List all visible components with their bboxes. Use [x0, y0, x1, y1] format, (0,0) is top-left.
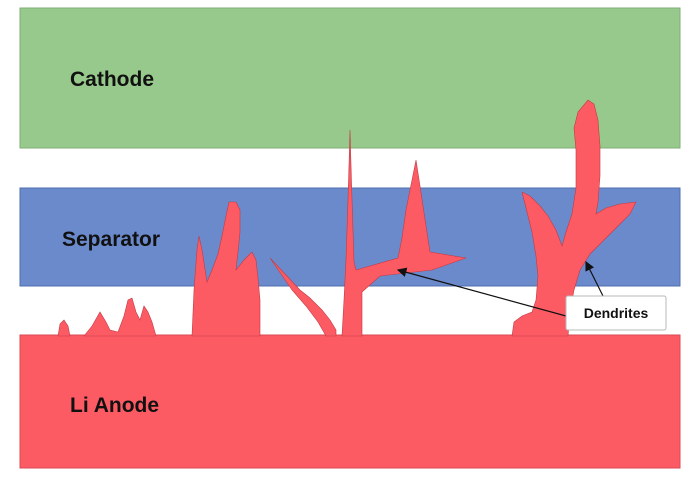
cathode-label: Cathode — [70, 68, 154, 91]
dendrite-tall-left — [191, 201, 261, 337]
dendrite-small-left — [57, 319, 71, 337]
dendrite-large-right — [511, 99, 637, 337]
dendrite-slanted-spike — [269, 257, 337, 337]
dendrite-small-peak — [83, 297, 157, 337]
anode-label: Li Anode — [70, 394, 159, 417]
separator-label: Separator — [62, 228, 160, 251]
dendrites-group — [57, 99, 637, 337]
callout-arrow-right — [585, 260, 605, 299]
callout-box — [565, 295, 667, 331]
cathode-layer — [19, 7, 681, 149]
callout-arrow-middle — [396, 267, 567, 317]
callout-label: Dendrites — [584, 305, 649, 321]
